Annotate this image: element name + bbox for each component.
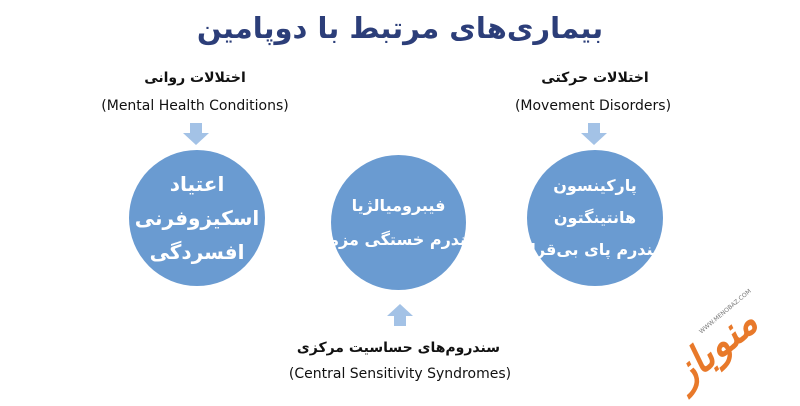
central-sensitivity-heading: سندروم‌های حساسیت مرکزی — [296, 340, 500, 356]
mental-health-subheading: (Mental Health Conditions) — [101, 98, 289, 114]
movement-disorders-subheading: (Movement Disorders) — [514, 98, 672, 114]
mental-health-item: افسردگی — [149, 240, 245, 264]
brand-logo: منوباز WWW.MENOBAZ.COM — [663, 288, 780, 396]
mental-health-arrow-icon — [183, 123, 209, 145]
mental-health-heading: اختلالات روانی — [144, 70, 246, 86]
movement-disorders-item: پارکینسون — [553, 176, 637, 195]
page-title: بیماری‌های مرتبط با دوپامین — [196, 11, 604, 45]
mental-health-item: اسکیزوفرنی — [134, 206, 260, 230]
movement-disorders-item: هانتینگتون — [553, 208, 637, 227]
central-sensitivity-item: سندرم خستگی مزمن — [314, 229, 483, 249]
central-sensitivity-circle: فیبرومیالژیا سندرم خستگی مزمن — [315, 155, 482, 290]
movement-disorders-item: سندرم پای بی‌قرار — [521, 240, 669, 259]
mental-health-circle: اعتیاد اسکیزوفرنی افسردگی — [129, 150, 265, 286]
central-sensitivity-item: فیبرومیالژیا — [351, 195, 446, 215]
brand-logo-text: منوباز — [662, 298, 767, 397]
mental-health-item: اعتیاد — [169, 172, 225, 196]
movement-disorders-arrow-icon — [581, 123, 607, 145]
central-sensitivity-subheading: (Central Sensitivity Syndromes) — [288, 366, 512, 382]
central-sensitivity-arrow-icon — [387, 304, 413, 326]
movement-disorders-circle: پارکینسون هانتینگتون سندرم پای بی‌قرار — [521, 150, 669, 286]
movement-disorders-heading: اختلالات حرکتی — [541, 70, 649, 86]
